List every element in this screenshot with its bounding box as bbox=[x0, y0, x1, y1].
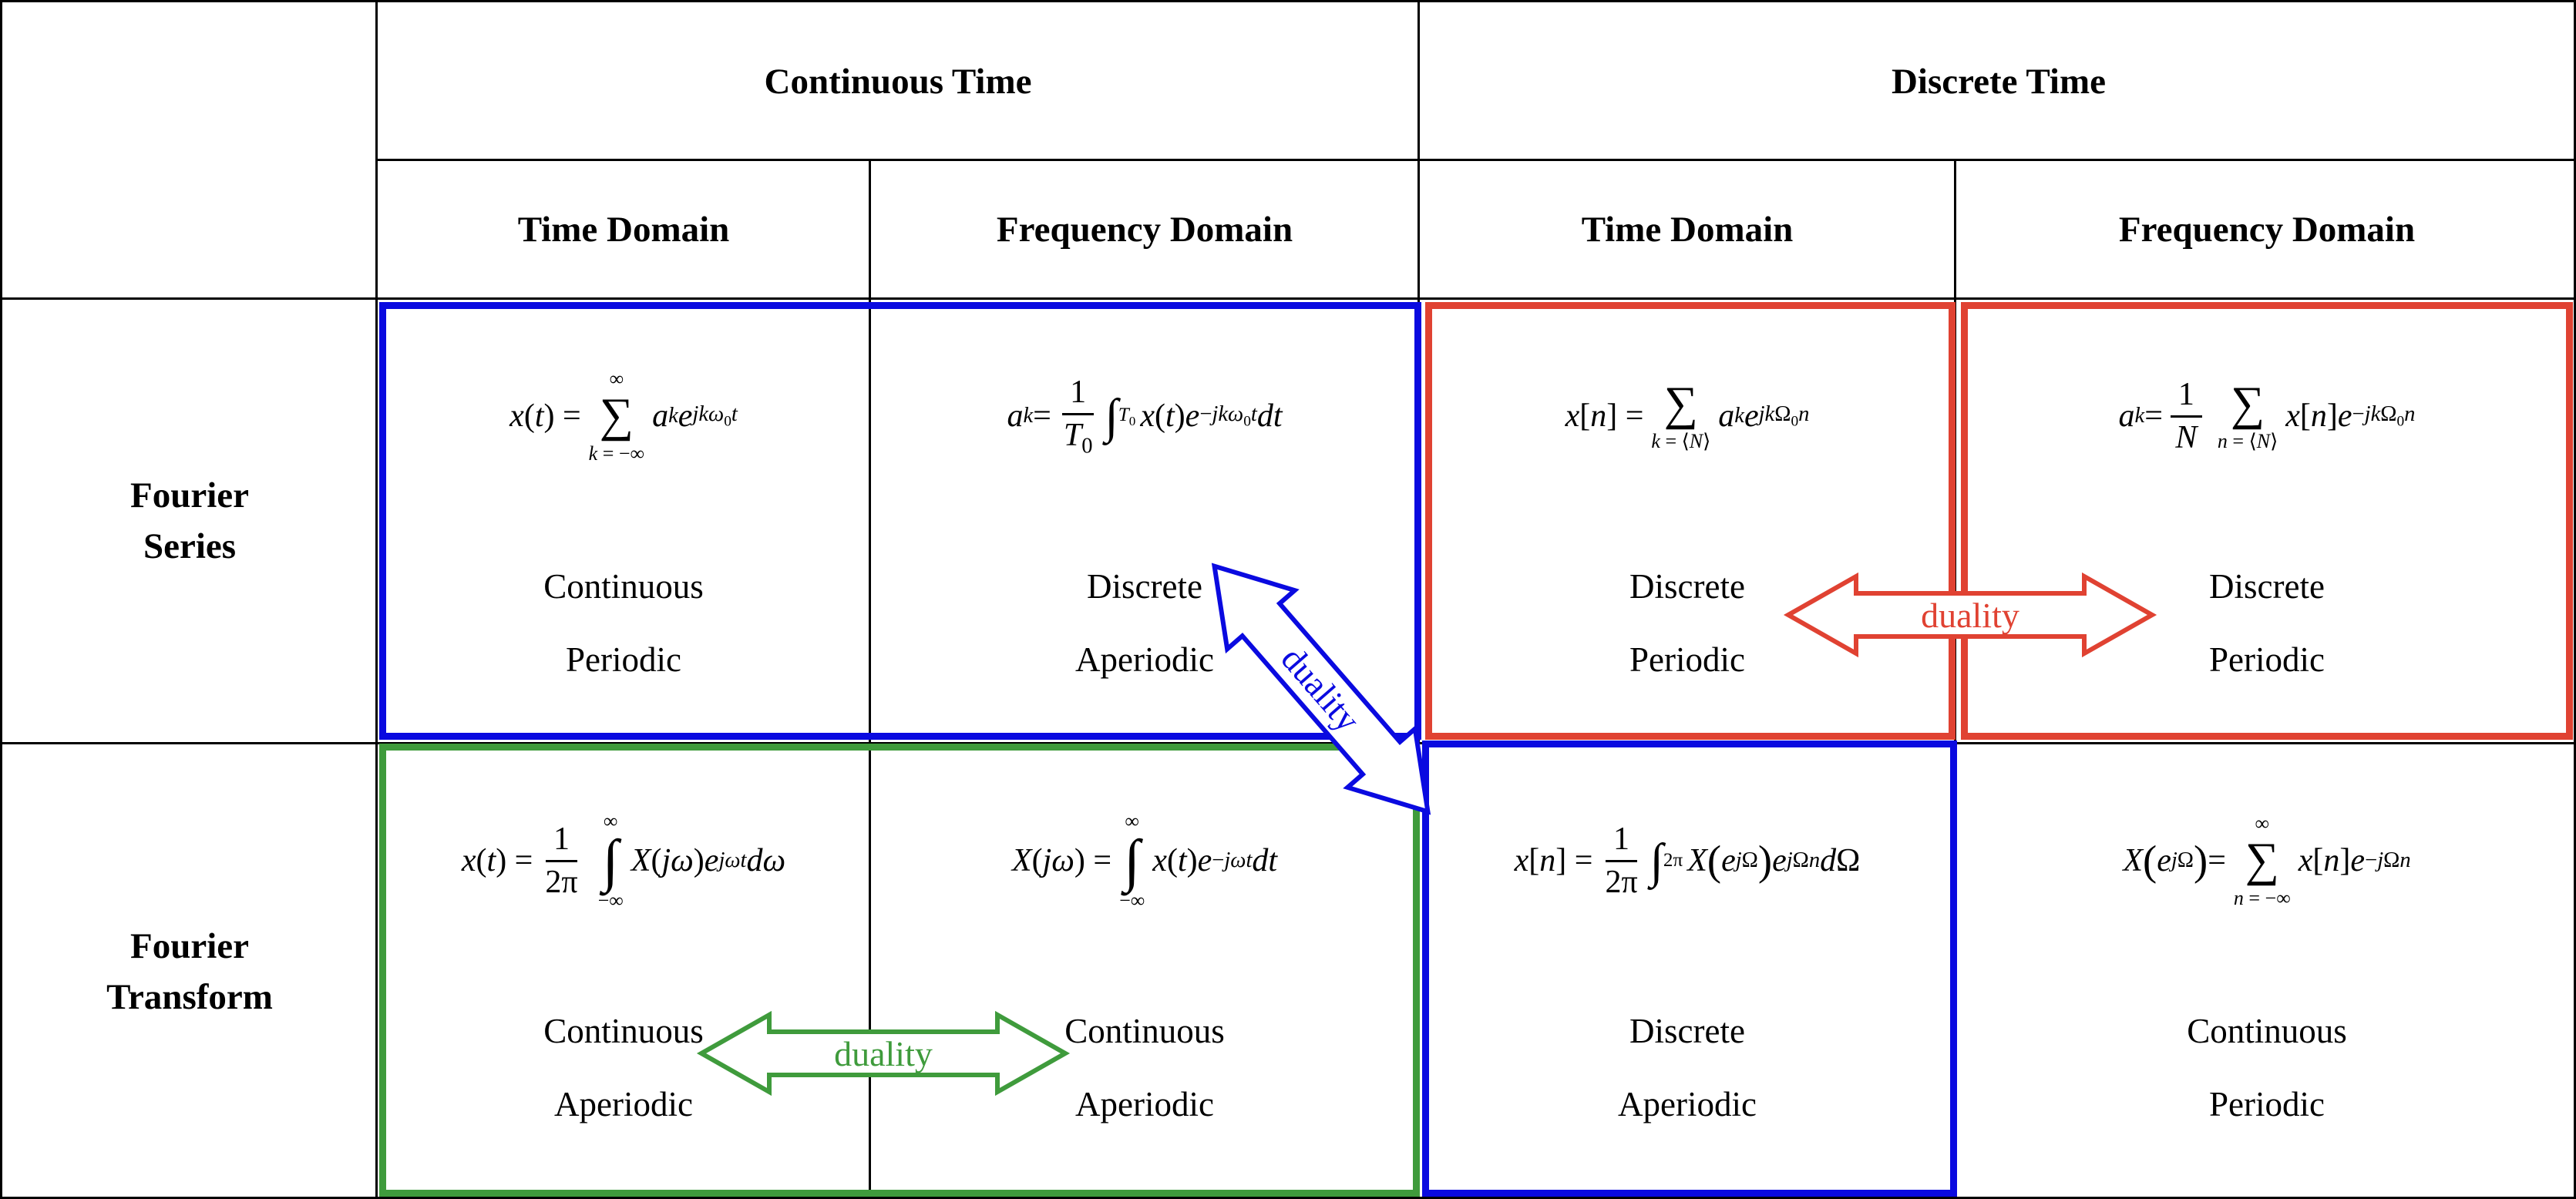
prop-line: Aperiodic bbox=[1075, 640, 1214, 679]
prop-line: Aperiodic bbox=[1075, 1084, 1214, 1123]
highlight-box-fs-continuous bbox=[379, 302, 1421, 740]
props-ft-ct-time: Continuous Aperiodic bbox=[543, 995, 704, 1140]
prop-line: Periodic bbox=[1629, 640, 1745, 679]
props-fs-ct-freq: Discrete Aperiodic bbox=[1075, 550, 1214, 696]
highlight-box-fs-dt-frequency bbox=[1961, 302, 2573, 740]
props-ft-dt-freq: Continuous Periodic bbox=[2187, 995, 2347, 1140]
header-continuous-time-label: Continuous Time bbox=[764, 61, 1032, 102]
prop-line: Continuous bbox=[543, 567, 704, 606]
header-ct-time-domain-label: Time Domain bbox=[517, 210, 730, 250]
prop-line: Discrete bbox=[1087, 567, 1202, 606]
row-label-fourier-transform: Fourier Transform bbox=[2, 744, 377, 1197]
props-fs-dt-freq: Discrete Periodic bbox=[2209, 550, 2325, 696]
grid-line-under-domain-headers bbox=[2, 297, 2574, 300]
header-ct-frequency-domain-label: Frequency Domain bbox=[996, 210, 1293, 250]
header-dt-frequency-domain: Frequency Domain bbox=[1956, 160, 2574, 299]
prop-line: Discrete bbox=[2209, 567, 2325, 606]
props-ft-dt-time: Discrete Aperiodic bbox=[1618, 995, 1757, 1140]
header-ct-time-domain: Time Domain bbox=[377, 160, 870, 299]
props-ft-ct-freq: Continuous Aperiodic bbox=[1064, 995, 1225, 1140]
prop-line: Aperiodic bbox=[1618, 1084, 1757, 1123]
header-ct-frequency-domain: Frequency Domain bbox=[870, 160, 1419, 299]
highlight-box-ft-dt-time bbox=[1422, 741, 1957, 1197]
prop-line: Continuous bbox=[543, 1012, 704, 1050]
duality-arrow-green: duality bbox=[696, 1010, 1071, 1097]
row-label-fourier-series: Fourier Series bbox=[2, 299, 377, 744]
grid-line-under-group-headers bbox=[375, 159, 2574, 161]
grid-line-between-rows bbox=[2, 742, 2574, 744]
duality-arrow-red-label: duality bbox=[1921, 596, 2019, 635]
duality-arrow-blue: duality bbox=[1211, 563, 1431, 815]
props-fs-ct-time: Continuous Periodic bbox=[543, 550, 704, 696]
prop-line: Discrete bbox=[1629, 1012, 1745, 1050]
prop-line: Periodic bbox=[566, 640, 681, 679]
prop-line: Discrete bbox=[1629, 567, 1745, 606]
grid-line-ct-mid bbox=[869, 160, 871, 1197]
prop-line: Continuous bbox=[2187, 1012, 2347, 1050]
row-label-fourier-transform-text: Fourier Transform bbox=[106, 926, 273, 1017]
header-dt-frequency-domain-label: Frequency Domain bbox=[2118, 210, 2416, 250]
duality-arrow-red-shape bbox=[1783, 572, 2157, 658]
prop-line: Periodic bbox=[2209, 640, 2325, 679]
header-continuous-time: Continuous Time bbox=[377, 2, 1419, 160]
highlight-box-ft-continuous bbox=[379, 744, 1420, 1197]
prop-line: Continuous bbox=[1064, 1012, 1225, 1050]
prop-line: Aperiodic bbox=[554, 1084, 693, 1123]
highlight-box-fs-dt-time bbox=[1425, 302, 1956, 740]
header-discrete-time-label: Discrete Time bbox=[1891, 61, 2106, 102]
duality-arrow-green-shape bbox=[696, 1010, 1071, 1097]
row-label-fourier-series-text: Fourier Series bbox=[130, 475, 249, 566]
header-dt-time-domain: Time Domain bbox=[1419, 160, 1956, 299]
duality-arrow-red: duality bbox=[1783, 572, 2157, 658]
grid-line-label-col bbox=[375, 2, 378, 1197]
header-discrete-time: Discrete Time bbox=[1419, 2, 2574, 160]
duality-arrow-green-label: duality bbox=[834, 1034, 933, 1073]
header-dt-time-domain-label: Time Domain bbox=[1581, 210, 1794, 250]
prop-line: Periodic bbox=[2209, 1084, 2325, 1123]
duality-arrow-blue-shape bbox=[1211, 563, 1431, 815]
props-fs-dt-time: Discrete Periodic bbox=[1629, 550, 1745, 696]
